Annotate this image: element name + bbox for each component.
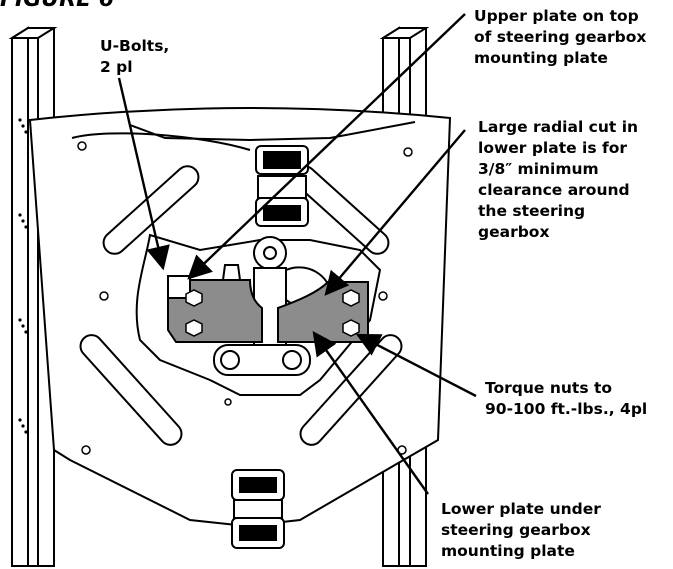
leader-upper-plate [187, 13, 466, 280]
callout-lower-plate: Lower plate under steering gearbox mount… [441, 500, 601, 560]
left-post-holes [18, 118, 28, 434]
leader-lines [117, 13, 477, 495]
lower-clamp [231, 469, 285, 549]
upper-clamp [255, 145, 309, 227]
callout-u-bolts: U-Bolts, 2 pl [100, 37, 170, 76]
plate-nuts [185, 289, 360, 337]
leader-u-bolts [117, 77, 170, 271]
slotted-arms [79, 165, 403, 446]
figure-title: FIGURE 6 [0, 0, 114, 12]
leader-radial-cut [324, 129, 466, 296]
leader-torque-nuts [355, 333, 477, 398]
callout-upper-plate: Upper plate on top of steering gearbox m… [474, 7, 647, 67]
callout-torque-nuts: Torque nuts to 90-100 ft.-lbs., 4pl [485, 379, 648, 418]
leader-lower-plate [312, 331, 429, 495]
callout-radial-cut: Large radial cut in lower plate is for 3… [478, 118, 639, 241]
